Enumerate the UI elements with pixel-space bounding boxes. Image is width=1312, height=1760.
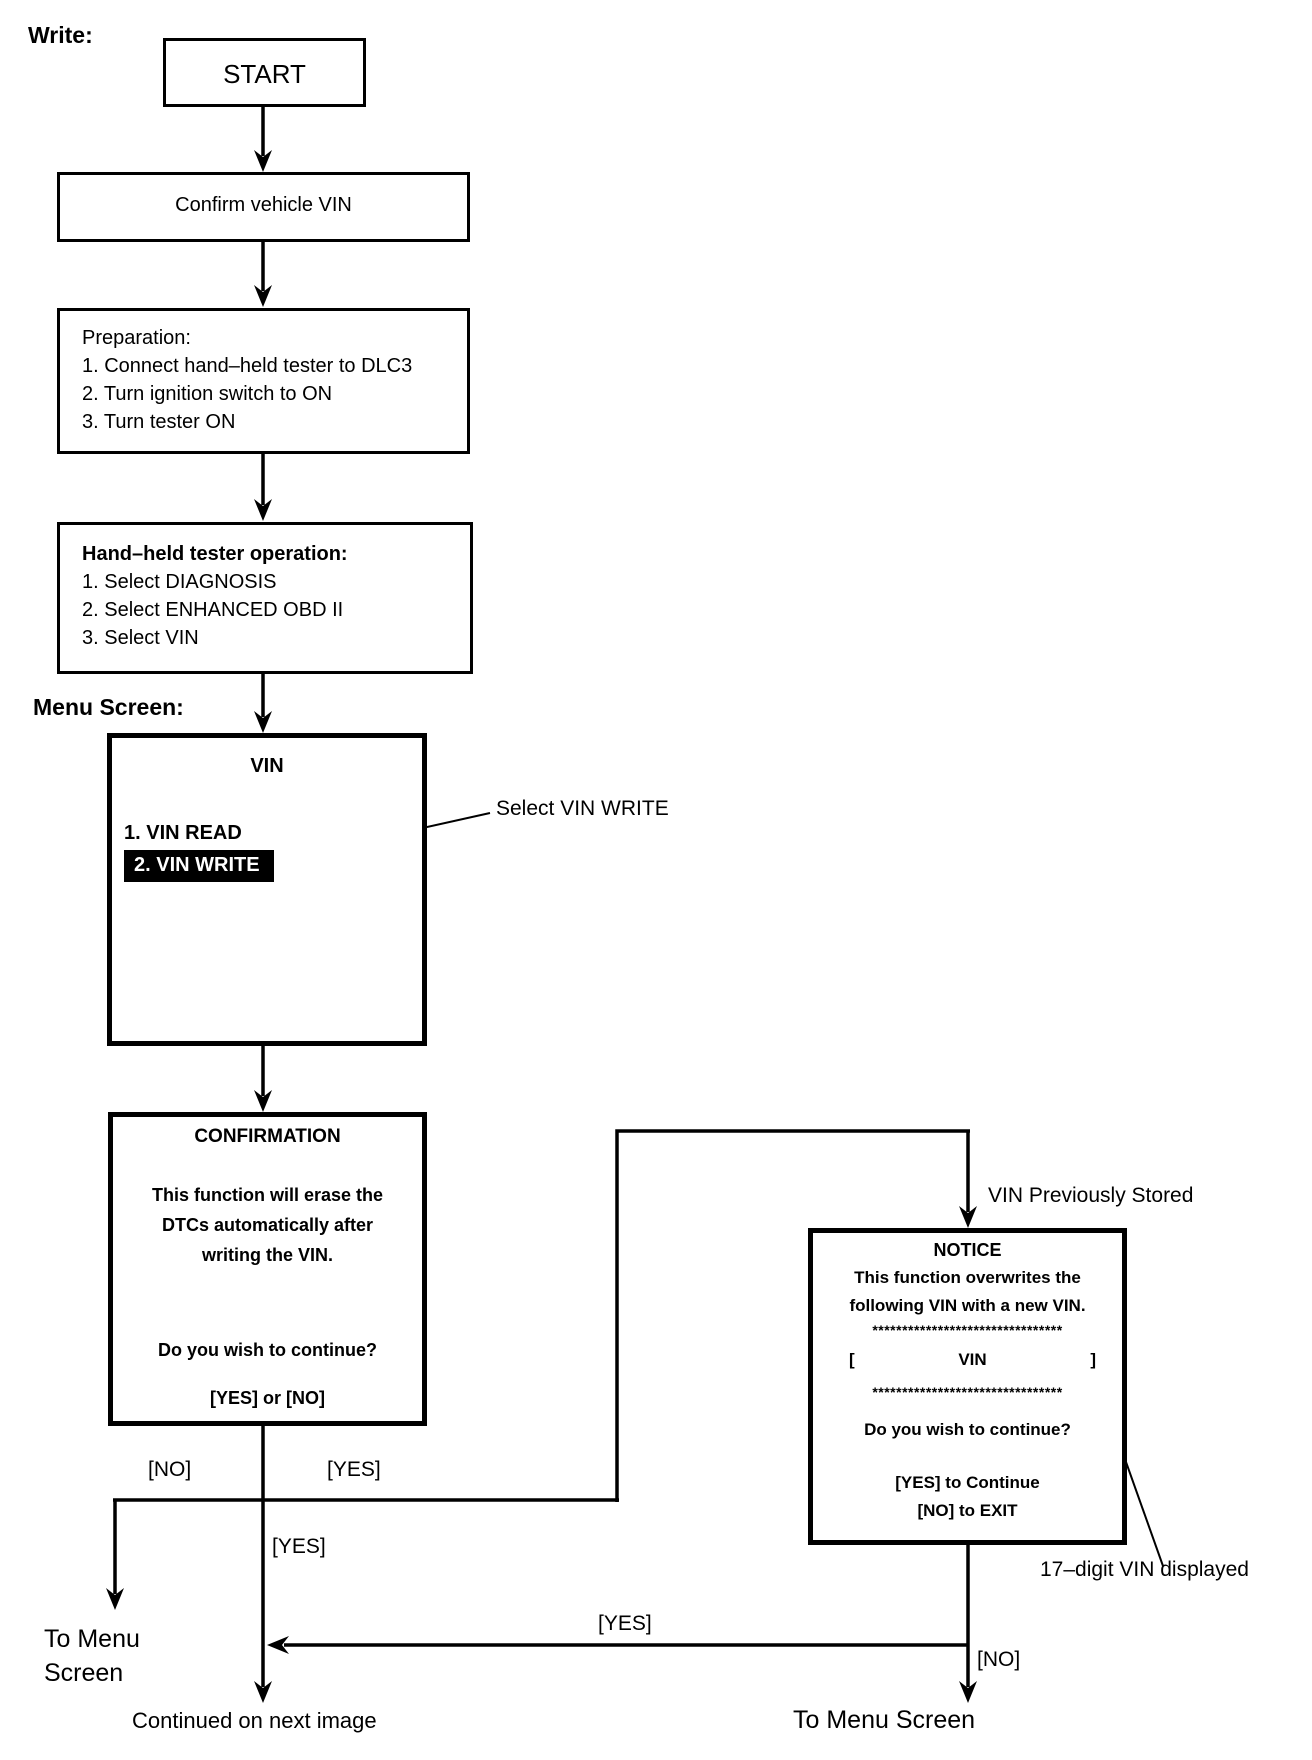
branch-label-no: [NO] [148, 1458, 192, 1481]
confirmation-body: This function will erase the DTCs automa… [113, 1180, 422, 1270]
arrowhead-down-icon [254, 150, 272, 172]
confirmation-body-line: writing the VIN. [201, 1245, 333, 1265]
confirmation-body-line: This function will erase the [151, 1185, 384, 1205]
confirmation-question: Do you wish to continue? [158, 1340, 377, 1360]
preparation-title: Preparation: [82, 327, 191, 349]
arrowhead-down-icon [254, 285, 272, 307]
notice-stars-row: ******************************** [872, 1384, 1063, 1400]
arrowhead-down-icon [106, 1588, 124, 1610]
vin-menu-node: VIN 1. VIN READ 2. VIN WRITE [107, 733, 427, 1046]
vin-value-label: VIN [958, 1350, 987, 1369]
confirmation-title: CONFIRMATION [194, 1126, 341, 1147]
continued-next-image-label: Continued on next image [132, 1708, 377, 1733]
arrowhead-down-icon [254, 1090, 272, 1112]
to-menu-screen-right-terminal: To Menu Screen [793, 1706, 976, 1734]
preparation-step: 3. Turn tester ON [82, 411, 236, 433]
vin-close-bracket: ] [1090, 1350, 1096, 1369]
select-vin-write-callout: Select VIN WRITE [496, 797, 669, 820]
notice-vin-row: [ VIN ] [813, 1350, 1122, 1370]
branch-label-no: [NO] [977, 1648, 1021, 1671]
arrowhead-down-icon [254, 1681, 272, 1703]
confirmation-node: CONFIRMATION This function will erase th… [108, 1112, 427, 1426]
vin-previously-stored-label: VIN Previously Stored [988, 1184, 1194, 1207]
branch-label-yes: [YES] [272, 1535, 326, 1558]
menu-screen-label: Menu Screen: [33, 694, 184, 720]
tester-operation-title: Hand–held tester operation: [82, 543, 348, 565]
arrowhead-down-icon [959, 1681, 977, 1703]
notice-title: NOTICE [933, 1240, 1002, 1260]
tester-operation-step: 3. Select VIN [82, 627, 199, 649]
tester-operation-step: 1. Select DIAGNOSIS [82, 571, 277, 593]
branch-label-yes: [YES] [598, 1612, 652, 1635]
seventeen-digit-vin-callout: 17–digit VIN displayed [1040, 1558, 1249, 1581]
confirmation-options: [YES] or [NO] [210, 1388, 325, 1408]
start-node-label: START [223, 59, 306, 89]
preparation-step: 2. Turn ignition switch to ON [82, 383, 333, 405]
notice-yes-option: [YES] to Continue [895, 1473, 1040, 1492]
notice-body-line: following VIN with a new VIN. [849, 1296, 1086, 1315]
tester-operation-step: 2. Select ENHANCED OBD II [82, 599, 344, 621]
arrowhead-down-icon [254, 711, 272, 733]
notice-question: Do you wish to continue? [864, 1420, 1071, 1439]
notice-body-line: This function overwrites the [854, 1268, 1081, 1287]
to-menu-screen-left-line: Screen [44, 1659, 124, 1687]
notice-body: This function overwrites the following V… [813, 1264, 1122, 1320]
notice-stars-row: ******************************** [872, 1322, 1063, 1338]
preparation-node: Preparation: 1. Connect hand–held tester… [57, 308, 470, 454]
write-section-label: Write: [28, 22, 93, 48]
preparation-step: 1. Connect hand–held tester to DLC3 [82, 355, 413, 377]
menu-item-vin-read: 1. VIN READ [124, 822, 242, 844]
arrowhead-down-icon [254, 499, 272, 521]
connector-yes-up-right [615, 1129, 970, 1502]
arrowhead-down-icon [959, 1206, 977, 1228]
notice-no-option: [NO] to EXIT [917, 1501, 1018, 1520]
start-node: START [163, 38, 366, 107]
arrowhead-left-icon [267, 1636, 289, 1654]
to-menu-screen-left-terminal: To Menu Screen [44, 1622, 140, 1690]
notice-node: NOTICE This function overwrites the foll… [808, 1228, 1127, 1545]
branch-label-yes: [YES] [327, 1458, 381, 1481]
confirmation-body-line: DTCs automatically after [161, 1215, 374, 1235]
menu-item-vin-write-selected: 2. VIN WRITE [124, 850, 274, 882]
to-menu-screen-left-line: To Menu [44, 1625, 140, 1653]
vin-open-bracket: [ [849, 1350, 855, 1369]
confirm-vin-label: Confirm vehicle VIN [175, 194, 352, 216]
vin-menu-title: VIN [250, 755, 284, 777]
tester-operation-node: Hand–held tester operation: 1. Select DI… [57, 522, 473, 674]
confirm-vin-node: Confirm vehicle VIN [57, 172, 470, 242]
